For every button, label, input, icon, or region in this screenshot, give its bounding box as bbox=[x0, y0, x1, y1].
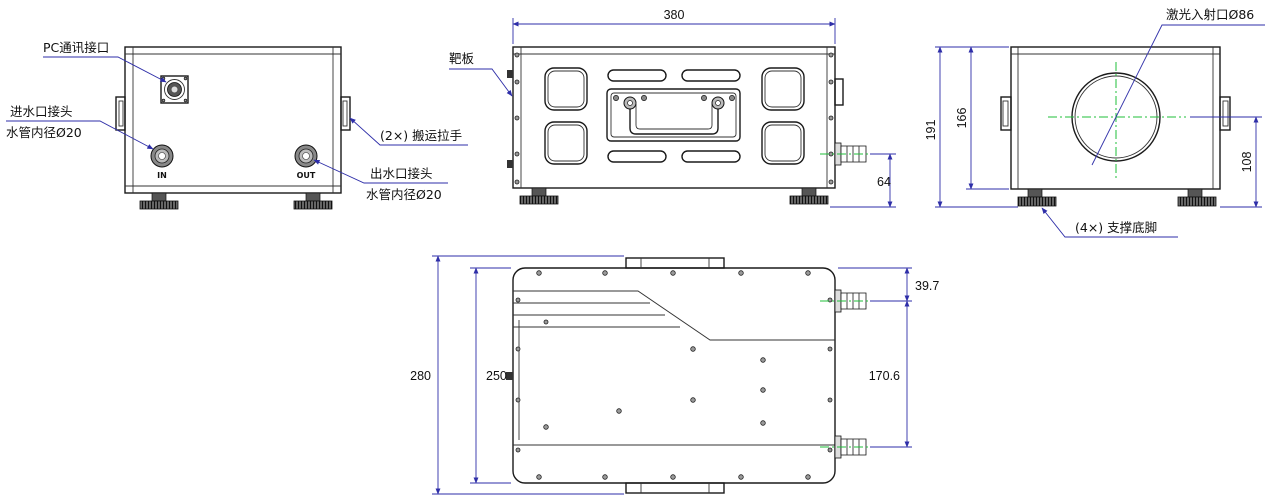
water-outlet-spec: 水管内径Ø20 bbox=[366, 187, 442, 202]
dim-port-spacing: 170.6 bbox=[869, 369, 900, 383]
handle-right bbox=[340, 96, 351, 131]
dim-inlet-height: 64 bbox=[877, 175, 891, 189]
handle-left bbox=[115, 96, 126, 131]
foot-left bbox=[139, 192, 179, 210]
dim-laser-center-height: 108 bbox=[1240, 152, 1254, 173]
side-view-front: IN OUT PC通讯接口 进水口接头 bbox=[6, 40, 468, 210]
water-outlet-fitting: OUT bbox=[294, 144, 318, 180]
target-plate-label: 靶板 bbox=[449, 51, 475, 66]
laser-port-label: 激光入射口Ø86 bbox=[1166, 7, 1254, 22]
water-outlet-label: 出水口接头 bbox=[370, 166, 433, 181]
handle-label: (2×) 搬运拉手 bbox=[380, 128, 462, 143]
top-view-bottom: 280 250 39.7 170.6 bbox=[410, 255, 939, 495]
dim-port-offset: 39.7 bbox=[915, 279, 939, 293]
carry-handle-plate bbox=[606, 88, 741, 142]
dim-height-total: 191 bbox=[924, 120, 938, 141]
foot-right bbox=[293, 192, 333, 210]
pc-connector bbox=[160, 75, 189, 104]
dim-depth-total: 280 bbox=[410, 369, 431, 383]
side-view-right: 191 166 108 激光入射口Ø86 (4×) 支撑底脚 bbox=[924, 7, 1265, 238]
edge-screws bbox=[514, 52, 834, 185]
front-view-center: 380 64 靶板 bbox=[449, 8, 896, 208]
water-inlet-fitting: IN bbox=[150, 144, 174, 180]
water-inlet-spec: 水管内径Ø20 bbox=[6, 125, 82, 140]
in-mark: IN bbox=[157, 171, 167, 180]
top-screws bbox=[515, 270, 833, 480]
feet-label: (4×) 支撑底脚 bbox=[1075, 220, 1157, 235]
dim-depth-body: 250 bbox=[486, 369, 507, 383]
dim-width: 380 bbox=[664, 8, 685, 22]
pc-port-label: PC通讯接口 bbox=[43, 40, 109, 55]
water-inlet-label: 进水口接头 bbox=[10, 104, 73, 119]
out-mark: OUT bbox=[297, 171, 316, 180]
dim-height-body: 166 bbox=[955, 108, 969, 129]
